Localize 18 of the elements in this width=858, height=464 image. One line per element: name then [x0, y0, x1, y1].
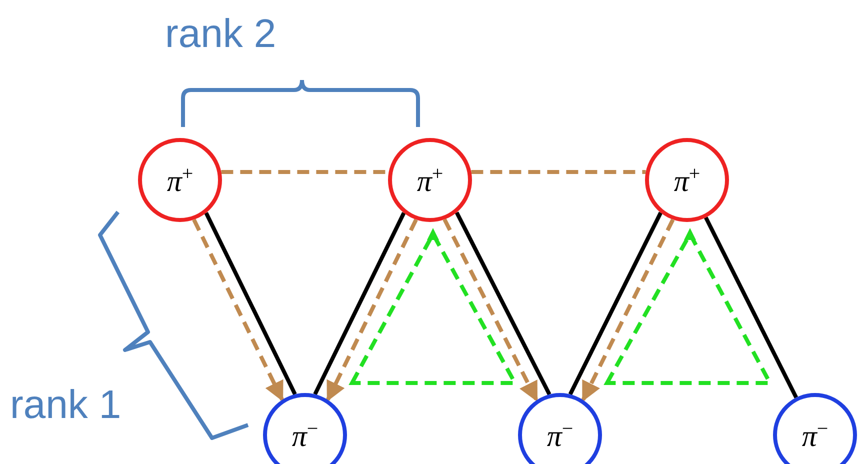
- dashed-arrow: [442, 218, 538, 402]
- dashed-line: [471, 170, 646, 174]
- particle-symbol: π$^{−}$: [802, 418, 828, 452]
- connector-line: [454, 212, 552, 396]
- connector-line: [704, 216, 798, 398]
- dashed-arrow: [326, 218, 418, 402]
- bracket-label: rank 1: [10, 385, 122, 425]
- dashed-arrow: [581, 218, 675, 402]
- particle-symbol: π$^{+}$: [166, 164, 194, 196]
- particle-symbol: π$^{−}$: [292, 418, 318, 452]
- particle-symbol: π$^{+}$: [674, 164, 700, 196]
- particle-symbol: π$^{+}$: [416, 164, 444, 196]
- dashed-arrow: [192, 218, 284, 402]
- particle-symbol: π$^{−}$: [546, 418, 574, 452]
- connector-line: [568, 212, 662, 396]
- bracket-label: rank 2: [165, 14, 276, 54]
- connector-line: [204, 212, 297, 396]
- connector-line: [313, 212, 406, 396]
